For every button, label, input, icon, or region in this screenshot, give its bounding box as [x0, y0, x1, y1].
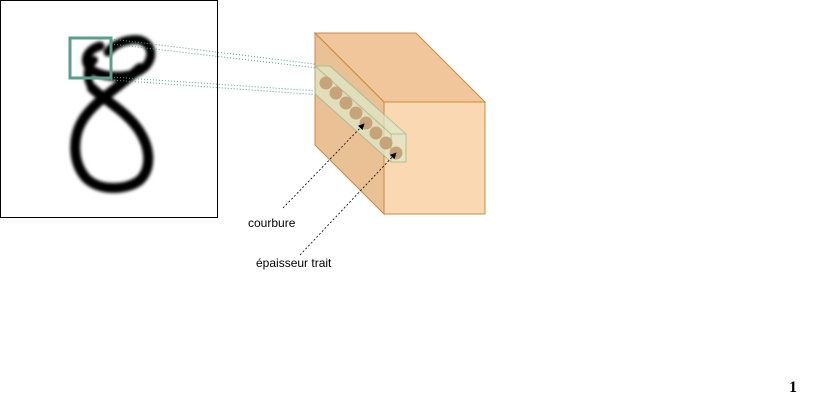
- feature-map-front-face: [383, 101, 486, 215]
- digit-eight-icon: [70, 35, 156, 193]
- receptive-field-box: [68, 36, 113, 80]
- neuron-dot: [359, 116, 373, 130]
- page-number: 1: [789, 379, 797, 396]
- neuron-dot: [369, 126, 383, 140]
- feature-map-block: [313, 31, 487, 216]
- arrow-epaisseur: [299, 152, 397, 256]
- label-epaisseur-trait: épaisseur trait: [256, 256, 332, 270]
- label-courbure: courbure: [248, 216, 296, 230]
- neuron-dot: [379, 136, 393, 150]
- neuron-dot: [349, 106, 363, 120]
- annotation-arrows: [282, 123, 397, 256]
- neuron-dot: [319, 76, 333, 90]
- arrow-courbure: [282, 123, 365, 209]
- projection-lines: [110, 38, 336, 96]
- neuron-dots: [319, 76, 403, 160]
- neuron-dot: [329, 86, 343, 100]
- neuron-dot: [339, 96, 353, 110]
